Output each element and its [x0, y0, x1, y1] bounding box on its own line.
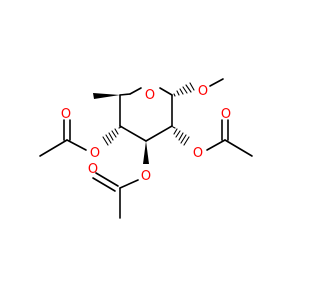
hashed-bond-c4-ester-oxygen: [102, 126, 122, 146]
bond-methoxy-oxygen-methyl: [209, 78, 224, 87]
acetyl-left-ester-oxygen-label: O: [90, 146, 100, 161]
bond-left-carbonyl-carbon-methyl: [39, 139, 68, 157]
hashed-bond-c1-methoxy-oxygen: [173, 82, 195, 97]
bond-c5-ring-corner: [119, 93, 131, 96]
structure-svg: O O O O O O O O: [39, 78, 253, 219]
hashed-bond-c2-ester-oxygen: [172, 126, 190, 146]
acetyl-left-carbonyl-oxygen-label: O: [61, 107, 71, 122]
ring-oxygen-label: O: [145, 88, 155, 103]
bond-c2-c3: [145, 125, 173, 142]
methoxy-oxygen-label: O: [198, 84, 208, 99]
acetyl-right-ester-oxygen-label: O: [193, 146, 203, 161]
molecule-diagram: O O O O O O O O: [39, 78, 253, 219]
bond-right-ester-oxygen-carbonyl-carbon: [206, 139, 226, 151]
bond-right-carbonyl-carbon-methyl: [224, 139, 253, 157]
bond-c3-c4: [119, 125, 147, 142]
bond-bottom-carbonyl-double-a: [95, 172, 119, 187]
bond-left-ester-oxygen-carbonyl-carbon: [66, 139, 87, 151]
wedge-bond-c5-methyl: [93, 93, 120, 99]
bond-c5-ring-oxygen: [129, 87, 142, 95]
acetyl-bottom-carbonyl-oxygen-label: O: [88, 162, 98, 177]
bond-bottom-ester-oxygen-carbonyl-carbon: [119, 179, 139, 189]
acetyl-bottom-ester-oxygen-label: O: [141, 169, 151, 184]
acetyl-right-carbonyl-oxygen-label: O: [221, 107, 231, 122]
bond-ring-oxygen-c1: [159, 87, 173, 96]
bond-bottom-carbonyl-double-b: [92, 177, 116, 192]
wedge-bond-c3-ester-oxygen: [143, 141, 149, 164]
